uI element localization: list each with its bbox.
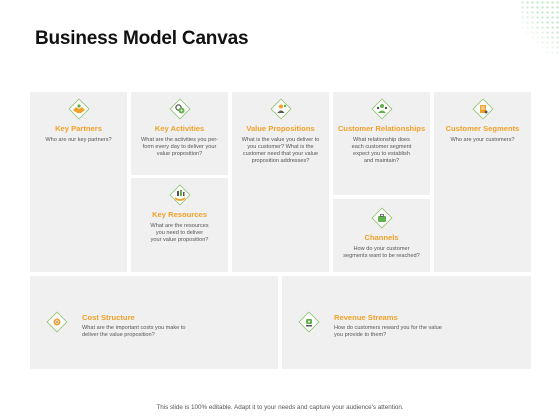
- cost-icon: [46, 311, 68, 333]
- cost-structure-title: Cost Structure: [82, 313, 135, 322]
- value-propositions-title: Value Propositions: [246, 124, 315, 133]
- channels-title: Channels: [364, 233, 399, 242]
- relationship-icon: [371, 98, 393, 120]
- key-resources-block: Key Resources What are the resources you…: [131, 178, 228, 272]
- key-partners-title: Key Partners: [55, 124, 102, 133]
- handshake-icon: [68, 98, 90, 120]
- channels-block: Channels How do your customer segments w…: [333, 199, 430, 272]
- customer-relationships-block: Customer Relationships What relationship…: [333, 92, 430, 195]
- revenue-streams-block: Revenue Streams How do customers reward …: [282, 276, 531, 369]
- key-activities-block: Key Activities What are the activities y…: [131, 92, 228, 175]
- key-partners-block: Key Partners Who are our key partners?: [30, 92, 127, 272]
- key-partners-desc: Who are our key partners?: [45, 137, 112, 143]
- channels-desc: How do your customer segments want to be…: [343, 246, 420, 259]
- page-title: Business Model Canvas: [35, 28, 249, 49]
- key-resources-desc: What are the resources you need to deliv…: [150, 223, 209, 243]
- key-activities-title: Key Activities: [154, 124, 205, 133]
- briefcase-icon: [371, 207, 393, 229]
- customer-relationships-desc: What relationship does each customer seg…: [351, 137, 412, 164]
- revenue-icon: [298, 311, 320, 333]
- customer-relationships-title: Customer Relationships: [337, 124, 426, 133]
- value-icon: [270, 98, 292, 120]
- decorative-dots: [520, 0, 560, 55]
- customer-segments-title: Customer Segments: [445, 124, 520, 133]
- cost-structure-block: Cost Structure What are the important co…: [30, 276, 278, 369]
- key-activities-desc: What are the activities you per- form ev…: [140, 137, 219, 157]
- revenue-streams-title: Revenue Streams: [334, 313, 398, 322]
- key-resources-title: Key Resources: [152, 210, 207, 219]
- gears-icon: [169, 98, 191, 120]
- hand-resources-icon: [169, 184, 191, 206]
- customer-segments-desc: Who are your customers?: [450, 137, 515, 143]
- segments-icon: [472, 98, 494, 120]
- footer-note: This slide is 100% editable. Adapt it to…: [156, 404, 404, 411]
- cost-structure-desc: What are the important costs you make to…: [82, 325, 186, 338]
- customer-segments-block: Customer Segments Who are your customers…: [434, 92, 531, 272]
- revenue-streams-desc: How do customers reward you for the valu…: [334, 325, 442, 338]
- value-propositions-desc: What is the value you deliver to you cus…: [241, 137, 320, 164]
- value-propositions-block: Value Propositions What is the value you…: [232, 92, 329, 272]
